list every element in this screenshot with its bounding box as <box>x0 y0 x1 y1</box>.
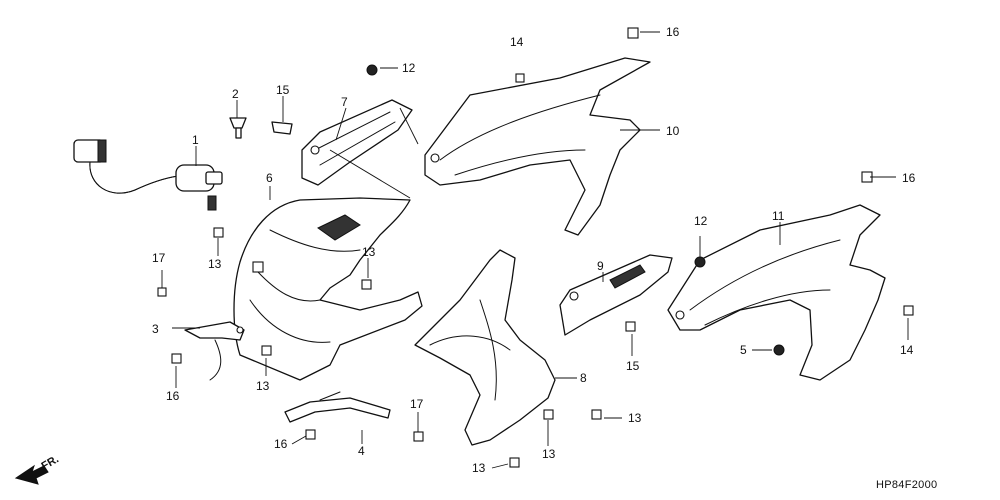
callout-12-mid: 12 <box>694 214 708 228</box>
bolt-16-left <box>171 353 182 364</box>
bracket-part-9 <box>559 254 673 336</box>
callout-13-mid: 13 <box>542 447 556 461</box>
lower-cover-part-8 <box>414 249 556 446</box>
callouts: 1 2 3 4 5 6 7 8 9 10 11 12 12 13 13 13 1… <box>152 25 916 475</box>
bolt-13-left <box>213 227 224 238</box>
callout-15-mid: 15 <box>626 359 640 373</box>
fasteners <box>157 27 914 468</box>
callout-15-top: 15 <box>276 83 290 97</box>
bolt-17-left <box>157 287 167 297</box>
bolt-13-bottom <box>509 457 520 468</box>
bolt-12-top <box>366 64 378 76</box>
callout-8: 8 <box>580 371 587 385</box>
callout-4: 4 <box>358 444 365 458</box>
bolt-12-mid <box>694 256 706 268</box>
callout-13-bottom: 13 <box>472 461 486 475</box>
bolt-14-top <box>515 73 525 83</box>
callout-5: 5 <box>740 343 747 357</box>
callout-10: 10 <box>666 124 680 138</box>
ignition-switch-part <box>73 139 223 211</box>
callout-1: 1 <box>192 133 199 147</box>
callout-2: 2 <box>232 87 239 101</box>
callout-13-low: 13 <box>256 379 270 393</box>
stay-part-4 <box>284 391 391 423</box>
callout-14-top: 14 <box>510 35 524 49</box>
callout-7: 7 <box>341 95 348 109</box>
callout-16-top: 16 <box>666 25 680 39</box>
callout-17-bottom: 17 <box>410 397 424 411</box>
arrow-icon <box>14 464 49 485</box>
bracket-part-7 <box>301 99 413 186</box>
callout-11: 11 <box>772 209 785 223</box>
callout-9: 9 <box>597 259 604 273</box>
center-cover-part-6 <box>233 197 423 381</box>
callout-16-right: 16 <box>902 171 916 185</box>
bolt-17-bottom <box>413 431 424 442</box>
callout-3: 3 <box>152 322 159 336</box>
callout-13-center: 13 <box>362 245 376 259</box>
bolt-16-bottom <box>305 429 316 440</box>
leader-lines <box>161 31 909 469</box>
bolt-14-right <box>903 305 914 316</box>
clip-part-2 <box>229 117 247 139</box>
bolt-13-center <box>361 279 372 290</box>
callout-6: 6 <box>266 171 273 185</box>
callout-16-left: 16 <box>166 389 180 403</box>
callout-14-right: 14 <box>900 343 914 357</box>
callout-17-left: 17 <box>152 251 166 265</box>
callout-13-right: 13 <box>628 411 642 425</box>
bracket-part-3 <box>184 321 245 381</box>
bolt-13-b <box>591 409 602 420</box>
callout-13-left: 13 <box>208 257 222 271</box>
bolt-part-15-top <box>271 121 293 135</box>
bolt-13-low <box>261 345 272 356</box>
bolt-13-a <box>543 409 554 420</box>
diagram-code: HP84F2000 <box>876 479 937 491</box>
bolt-15-mid <box>625 321 636 332</box>
side-cover-part-11 <box>667 204 886 381</box>
front-direction-arrow: FR. <box>14 453 61 485</box>
direction-label: FR. <box>40 453 61 472</box>
callout-12-top: 12 <box>402 61 416 75</box>
nut-5 <box>773 344 785 356</box>
upper-cover-part-10 <box>424 57 651 236</box>
callout-16-bottom: 16 <box>274 437 288 451</box>
bolt-16-top <box>627 27 639 39</box>
